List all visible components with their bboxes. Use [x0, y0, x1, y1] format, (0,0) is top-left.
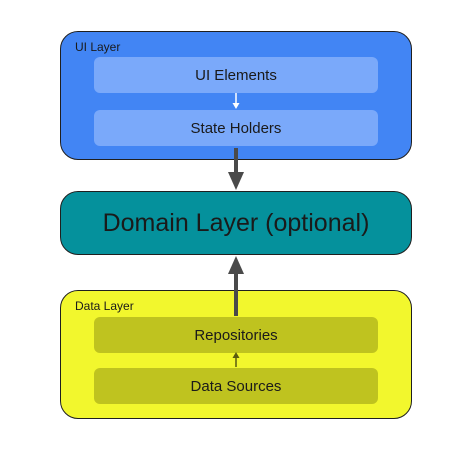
domain-layer-label: Domain Layer (optional) — [102, 208, 370, 237]
domain-layer-box: Domain Layer (optional) — [60, 191, 412, 255]
repositories-box: Repositories — [94, 317, 378, 353]
ui-elements-box: UI Elements — [94, 57, 378, 93]
data-layer-label: Data Layer — [75, 299, 134, 313]
state-holders-box: State Holders — [94, 110, 378, 146]
ui-layer-label: UI Layer — [75, 40, 121, 54]
ui-layer-box: UI Layer UI Elements State Holders — [60, 31, 412, 160]
data-sources-box: Data Sources — [94, 368, 378, 404]
data-layer-box: Data Layer Repositories Data Sources — [60, 290, 412, 419]
